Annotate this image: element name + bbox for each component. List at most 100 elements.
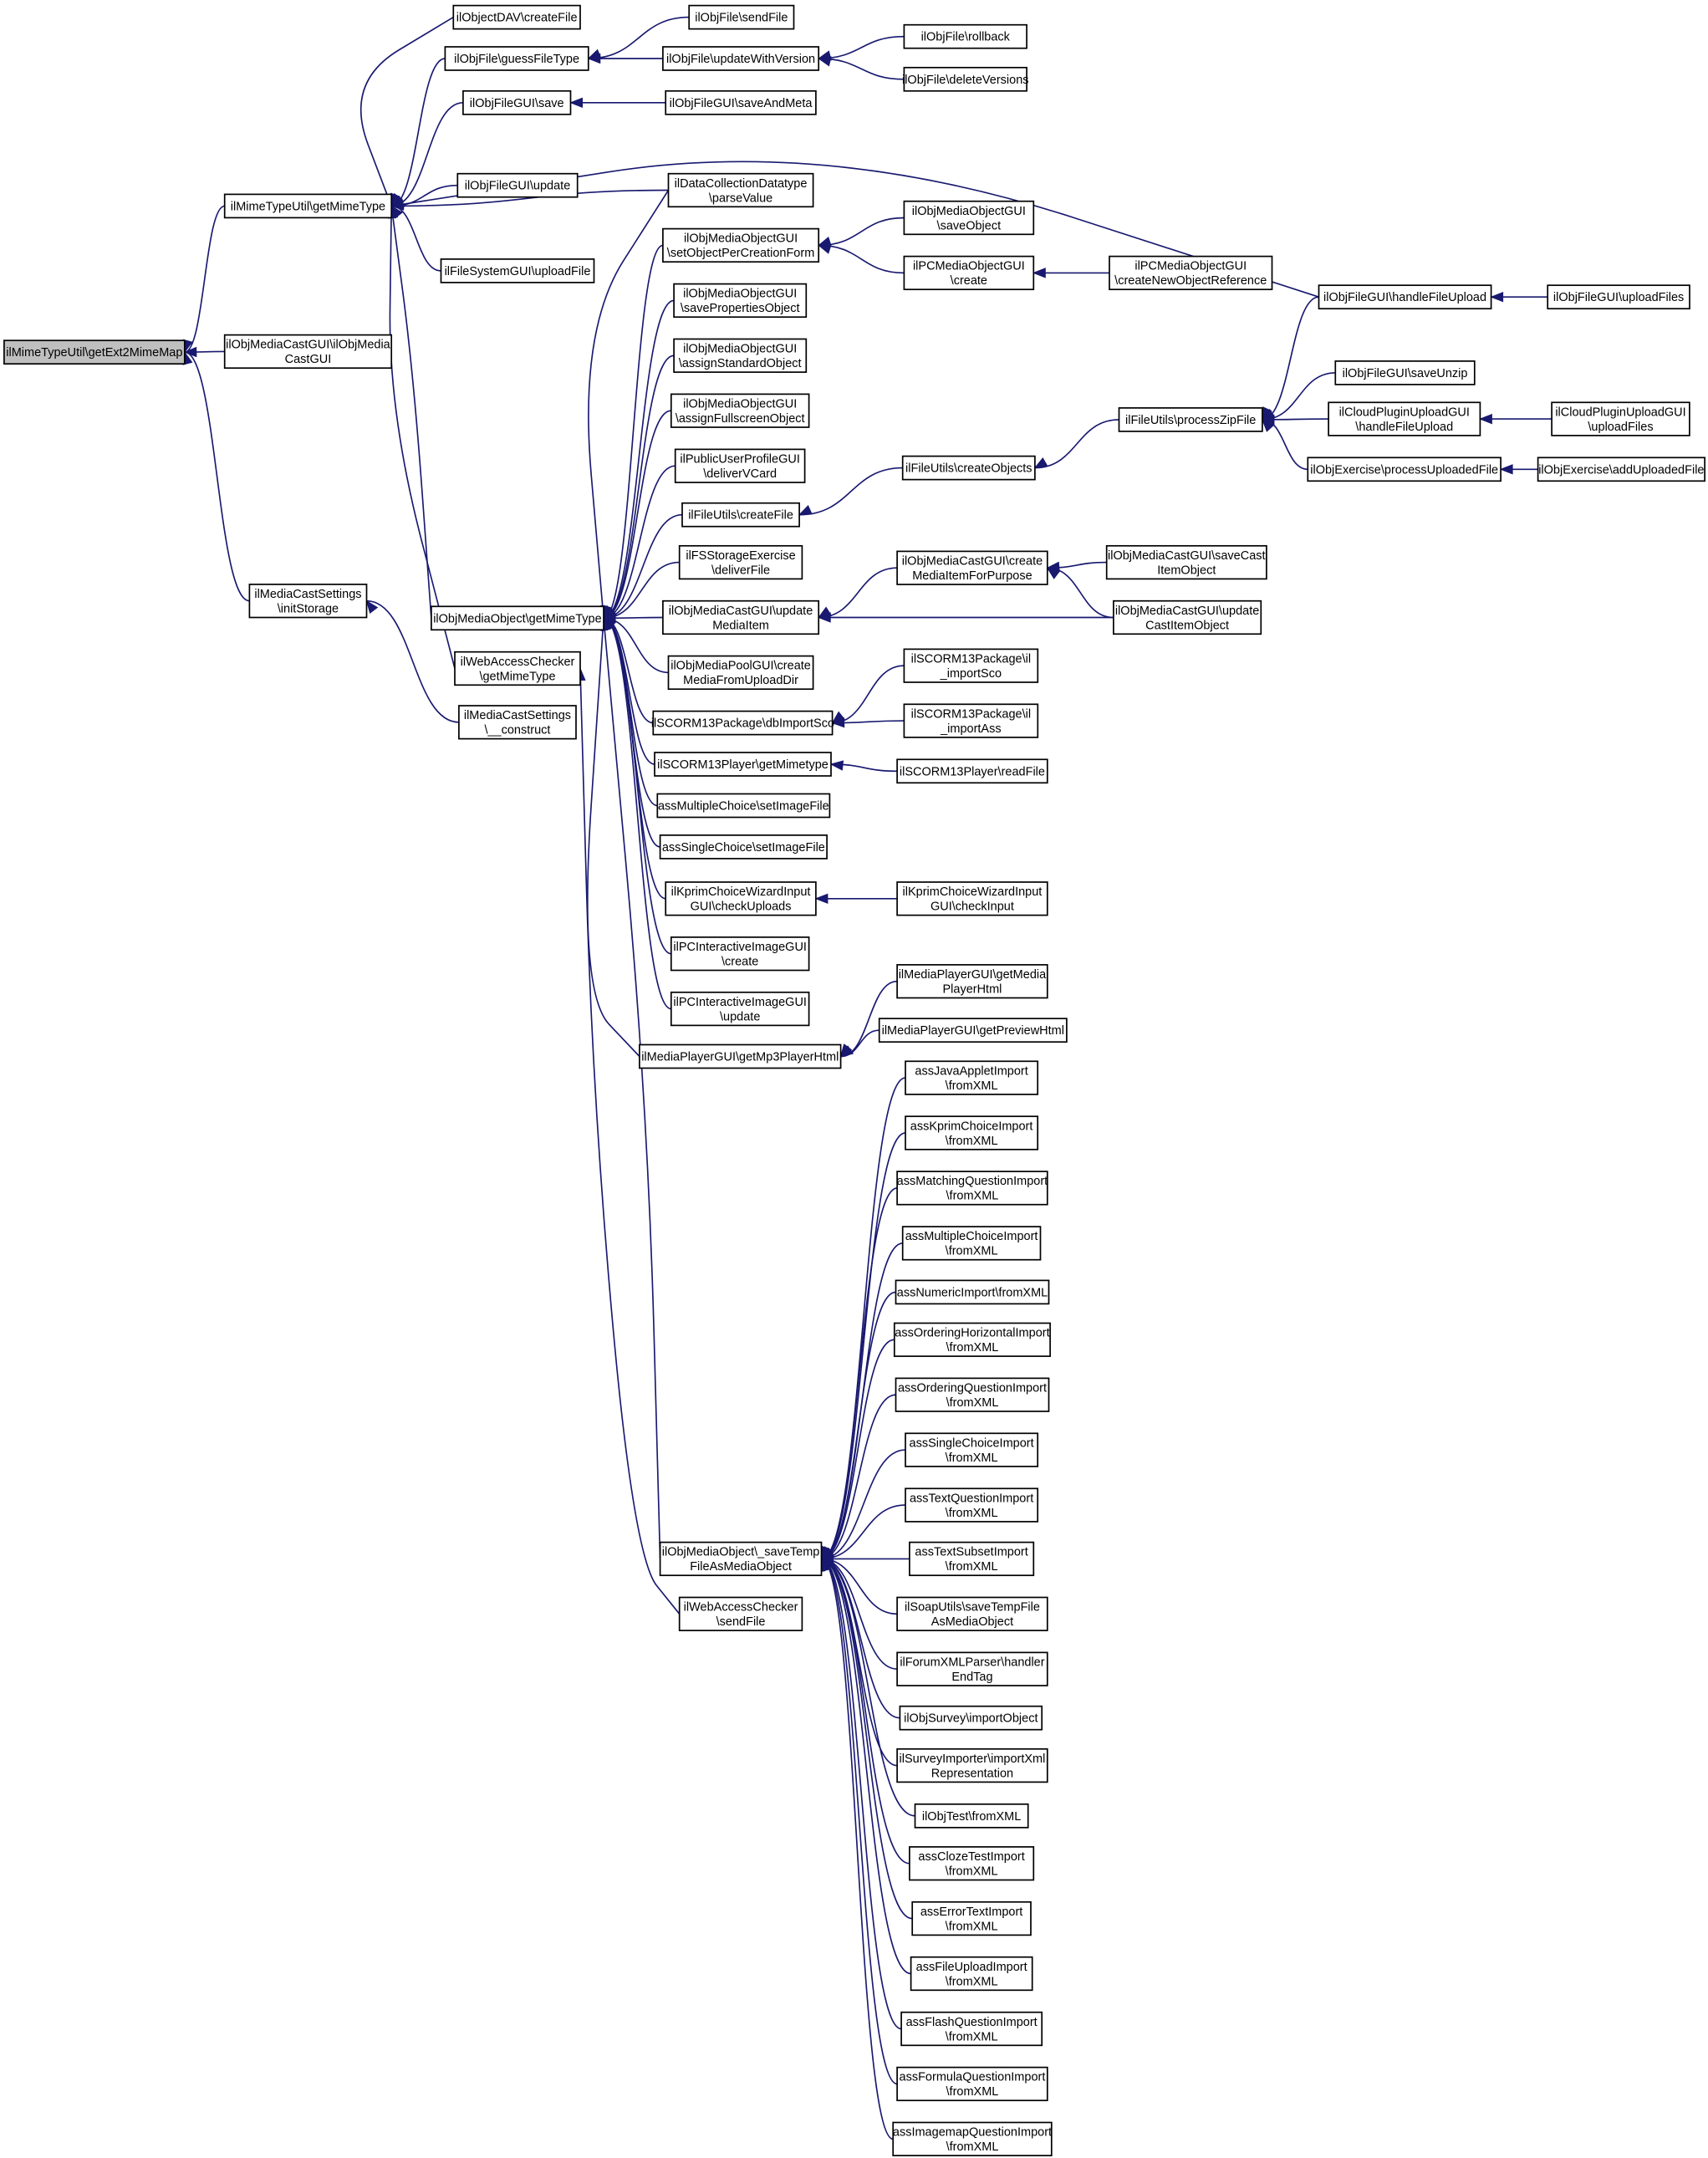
- node-s13p-dbImportSco[interactable]: ilSCORM13Package\dbImportSco: [651, 710, 834, 736]
- node-dav-createFile[interactable]: ilObjectDAV\createFile: [452, 4, 581, 30]
- node-imp-orderingQuestion[interactable]: assOrderingQuestionImport\fromXML: [895, 1377, 1050, 1412]
- node-box: [900, 2011, 1043, 2047]
- node-label: \__construct: [484, 724, 550, 737]
- node-label: assOrderingHorizontalImport: [895, 1327, 1049, 1340]
- node-omc-ctor[interactable]: ilObjMediaCastGUI\ilObjMediaCastGUI: [223, 334, 393, 370]
- node-oe-addUploadedFile[interactable]: ilObjExercise\addUploadedFile: [1537, 457, 1705, 482]
- node-imp-formulaQuestion[interactable]: assFormulaQuestionImport\fromXML: [896, 2066, 1048, 2102]
- node-imp-singleChoice[interactable]: assSingleChoiceImport\fromXML: [905, 1432, 1039, 1467]
- node-imp-matchingQuestion[interactable]: assMatchingQuestionImport\fromXML: [896, 1171, 1048, 1206]
- node-ofg-update[interactable]: ilObjFileGUI\update: [456, 172, 579, 198]
- node-ompg-createMediaFromUploadDir[interactable]: ilObjMediaPoolGUI\createMediaFromUploadD…: [667, 655, 814, 691]
- node-fu-processZipFile[interactable]: ilFileUtils\processZipFile: [1118, 407, 1263, 432]
- node-wac-getMimeType[interactable]: ilWebAccessChecker\getMimeType: [454, 650, 581, 686]
- node-label: ilMimeTypeUtil\getExt2MimeMap: [6, 346, 182, 360]
- node-os-importObject[interactable]: ilObjSurvey\importObject: [899, 1705, 1043, 1731]
- node-s13pl-getMimetype[interactable]: ilSCORM13Player\getMimetype: [654, 752, 832, 777]
- node-omog-saveObject[interactable]: ilObjMediaObjectGUI\saveObject: [903, 200, 1035, 236]
- arrowhead-icon: [798, 505, 813, 516]
- node-imp-kprimChoice[interactable]: assKprimChoiceImport\fromXML: [905, 1115, 1039, 1150]
- edge-wac-getMimeType-to-wac-sendFile: [579, 668, 681, 1615]
- node-ot-fromXML[interactable]: ilObjTest\fromXML: [914, 1803, 1029, 1829]
- node-of-sendFile[interactable]: ilObjFile\sendFile: [688, 4, 795, 30]
- edge-mtu-getMimeType-to-fsg-uploadFile: [391, 205, 441, 272]
- node-mpg-getPreviewHtml[interactable]: ilMediaPlayerGUI\getPreviewHtml: [878, 1018, 1068, 1043]
- node-pupg-deliverVCard[interactable]: ilPublicUserProfileGUI\deliverVCard: [674, 448, 806, 483]
- node-box: [667, 655, 814, 691]
- node-imp-textSubset[interactable]: assTextSubsetImport\fromXML: [909, 1541, 1035, 1577]
- edge-omo-getMimeType-to-omog-assignStandardObject: [603, 355, 675, 620]
- node-imp-errorText[interactable]: assErrorTextImport\fromXML: [911, 1900, 1032, 1936]
- node-imp-numeric[interactable]: assNumericImport\fromXML: [895, 1279, 1050, 1305]
- node-mtu-getMimeType[interactable]: ilMimeTypeUtil\getMimeType: [223, 193, 393, 219]
- edge-of-updateWithVersion-to-of-deleteVersions: [818, 58, 905, 80]
- node-cpug-handleFileUpload[interactable]: ilCloudPluginUploadGUI\handleFileUpload: [1328, 401, 1481, 436]
- node-of-rollback[interactable]: ilObjFile\rollback: [903, 23, 1027, 49]
- node-imp-orderingHorizontal[interactable]: assOrderingHorizontalImport\fromXML: [893, 1322, 1051, 1357]
- node-dcd-parseValue[interactable]: ilDataCollectionDatatype\parseValue: [667, 172, 814, 208]
- node-imp-textQuestion[interactable]: assTextQuestionImport\fromXML: [905, 1487, 1039, 1523]
- node-asc-setImageFile[interactable]: assSingleChoice\setImageFile: [659, 834, 828, 860]
- node-pciig-create[interactable]: ilPCInteractiveImageGUI\create: [670, 936, 810, 972]
- node-ofg-saveUnzip[interactable]: ilObjFileGUI\saveUnzip: [1334, 360, 1476, 385]
- arrowhead-icon: [587, 53, 601, 64]
- node-mpg-getMp3PlayerHtml[interactable]: ilMediaPlayerGUI\getMp3PlayerHtml: [639, 1043, 842, 1069]
- node-imp-javaApplet[interactable]: assJavaAppletImport\fromXML: [905, 1060, 1039, 1095]
- node-s13p-importAss[interactable]: ilSCORM13Package\il_importAss: [903, 703, 1039, 738]
- node-ofg-saveAndMeta[interactable]: ilObjFileGUI\saveAndMeta: [665, 89, 817, 115]
- node-of-guessFileType[interactable]: ilObjFile\guessFileType: [444, 46, 589, 71]
- node-imp-imagemapQuestion[interactable]: assImagemapQuestionImport\fromXML: [892, 2121, 1053, 2156]
- node-omog-assignFullscreenObject[interactable]: ilObjMediaObjectGUI\assignFullscreenObje…: [670, 393, 810, 428]
- node-imp-multipleChoice[interactable]: assMultipleChoiceImport\fromXML: [901, 1226, 1042, 1261]
- node-fu-createFile[interactable]: ilFileUtils\createFile: [681, 502, 800, 528]
- node-omog-savePropertiesObject[interactable]: ilObjMediaObjectGUI\savePropertiesObject: [673, 283, 808, 319]
- node-s13p-importSco[interactable]: ilSCORM13Package\il_importSco: [903, 648, 1039, 683]
- node-mcs-initStorage[interactable]: ilMediaCastSettings\initStorage: [248, 584, 368, 619]
- node-omo-getMimeType[interactable]: ilObjMediaObject\getMimeType: [431, 605, 604, 631]
- node-imp-clozeTest[interactable]: assClozeTestImport\fromXML: [909, 1846, 1035, 1881]
- node-pciig-update[interactable]: ilPCInteractiveImageGUI\update: [670, 991, 810, 1027]
- node-box: [670, 991, 810, 1027]
- node-fsse-deliverFile[interactable]: ilFSStorageExercise\deliverFile: [678, 544, 803, 580]
- node-imp-fileUpload[interactable]: assFileUploadImport\fromXML: [910, 1956, 1033, 1992]
- node-omog-setObjectPerCreationForm[interactable]: ilObjMediaObjectGUI\setObjectPerCreation…: [662, 227, 820, 263]
- node-ofg-save[interactable]: ilObjFileGUI\save: [462, 89, 572, 115]
- node-label: \fromXML: [946, 1560, 998, 1574]
- node-pcmog-createNewObjectReference[interactable]: ilPCMediaObjectGUI\createNewObjectRefere…: [1109, 255, 1273, 291]
- node-amc-setImageFile[interactable]: assMultipleChoice\setImageFile: [656, 793, 831, 819]
- node-omcg-createMediaItemForPurpose[interactable]: ilObjMediaCastGUI\createMediaItemForPurp…: [896, 550, 1048, 585]
- arrowhead-icon: [814, 893, 829, 905]
- node-s13pl-readFile[interactable]: ilSCORM13Player\readFile: [896, 758, 1048, 784]
- node-pcmog-create[interactable]: ilPCMediaObjectGUI\create: [903, 255, 1035, 291]
- node-ofg-uploadFiles[interactable]: ilObjFileGUI\uploadFiles: [1547, 284, 1690, 310]
- node-wac-sendFile[interactable]: ilWebAccessChecker\sendFile: [678, 1596, 803, 1631]
- node-of-deleteVersions[interactable]: ilObjFile\deleteVersions: [902, 66, 1029, 92]
- node-box: [659, 834, 828, 860]
- edge-mtu-getMimeType-to-dav-createFile: [359, 16, 454, 207]
- node-root[interactable]: ilMimeTypeUtil\getExt2MimeMap: [3, 339, 186, 365]
- node-mcs-construct[interactable]: ilMediaCastSettings\__construct: [458, 705, 577, 740]
- edge-fu-createFile-to-fu-createObjects: [799, 467, 903, 516]
- node-label: MediaItem: [712, 619, 769, 632]
- node-of-updateWithVersion[interactable]: ilObjFile\updateWithVersion: [662, 46, 820, 71]
- node-omog-assignStandardObject[interactable]: ilObjMediaObjectGUI\assignStandardObject: [673, 338, 808, 373]
- node-box: [665, 89, 817, 115]
- node-fu-createObjects[interactable]: ilFileUtils\createObjects: [901, 455, 1036, 481]
- node-imp-flashQuestion[interactable]: assFlashQuestionImport\fromXML: [900, 2011, 1043, 2047]
- edge-omo-saveTempFileAsMediaObject-to-imp-clozeTest: [821, 1558, 910, 1865]
- node-ofg-handleFileUpload[interactable]: ilObjFileGUI\handleFileUpload: [1318, 284, 1492, 310]
- node-box: [903, 200, 1035, 236]
- node-fsg-uploadFile[interactable]: ilFileSystemGUI\uploadFile: [440, 258, 595, 283]
- node-omo-saveTempFileAsMediaObject[interactable]: ilObjMediaObject\_saveTempFileAsMediaObj…: [659, 1541, 823, 1577]
- node-cpug-uploadFiles[interactable]: ilCloudPluginUploadGUI\uploadFiles: [1551, 401, 1690, 436]
- node-oe-processUploadedFile[interactable]: ilObjExercise\processUploadedFile: [1307, 457, 1502, 482]
